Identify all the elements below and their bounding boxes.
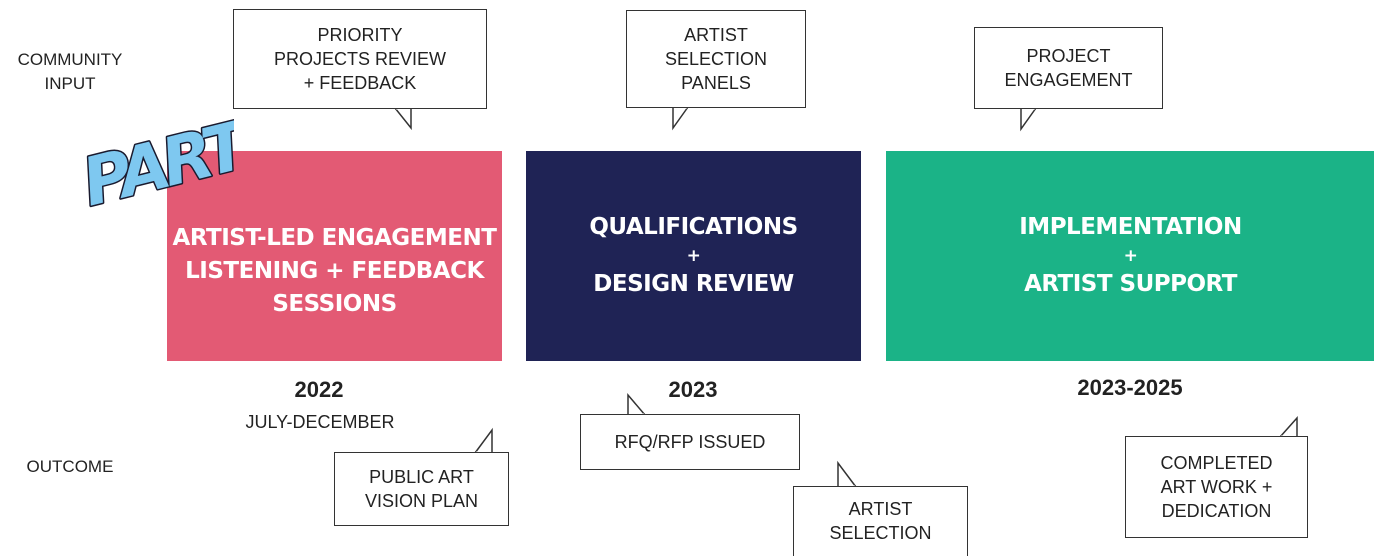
phase-qualifications-line-2: DESIGN REVIEW [593, 271, 794, 297]
party-logo-text: PARTY [75, 104, 234, 214]
phase-engagement-line-3: SESSIONS [272, 290, 397, 317]
outcome-label: OUTCOME [26, 457, 114, 476]
year-2023: 2023 [668, 377, 718, 402]
phase-qualifications-plus: + [686, 246, 701, 266]
phase-qualifications-line-1: QUALIFICATIONS [589, 214, 798, 240]
phase-engagement-line-1: ARTIST-LED ENGAGEMENT [172, 224, 497, 251]
phase-implementation-plus: + [1123, 246, 1138, 266]
input-bubble-artist-selection-panels: ARTIST SELECTION PANELS [626, 10, 806, 108]
input-bubble-priority-projects: PRIORITY PROJECTS REVIEW + FEEDBACK [233, 9, 487, 109]
phase-implementation: IMPLEMENTATION + ARTIST SUPPORT [886, 151, 1374, 361]
party-logo: PARTY [74, 104, 234, 214]
year-2023-2025: 2023-2025 [1077, 375, 1183, 400]
phase-qualifications: QUALIFICATIONS + DESIGN REVIEW [526, 151, 861, 361]
year-2022: 2022 [294, 377, 344, 402]
outcome-bubble-vision-plan: PUBLIC ART VISION PLAN [334, 452, 509, 526]
input-bubble-project-engagement: PROJECT ENGAGEMENT [974, 27, 1163, 109]
outcome-bubble-artist-selection: ARTIST SELECTION [793, 486, 968, 556]
outcome-bubble-rfq-rfp: RFQ/RFP ISSUED [580, 414, 800, 470]
year-2022-range: JULY-DECEMBER [245, 412, 395, 432]
community-input-label: COMMUNITY INPUT [17, 50, 123, 93]
phase-engagement-line-2: LISTENING + FEEDBACK [185, 257, 484, 284]
phase-implementation-line-1: IMPLEMENTATION [1019, 214, 1242, 240]
phase-implementation-line-2: ARTIST SUPPORT [1024, 271, 1237, 297]
outcome-bubble-completed-art: COMPLETED ART WORK + DEDICATION [1125, 436, 1308, 538]
phase-engagement: ARTIST-LED ENGAGEMENT LISTENING + FEEDBA… [167, 151, 502, 361]
